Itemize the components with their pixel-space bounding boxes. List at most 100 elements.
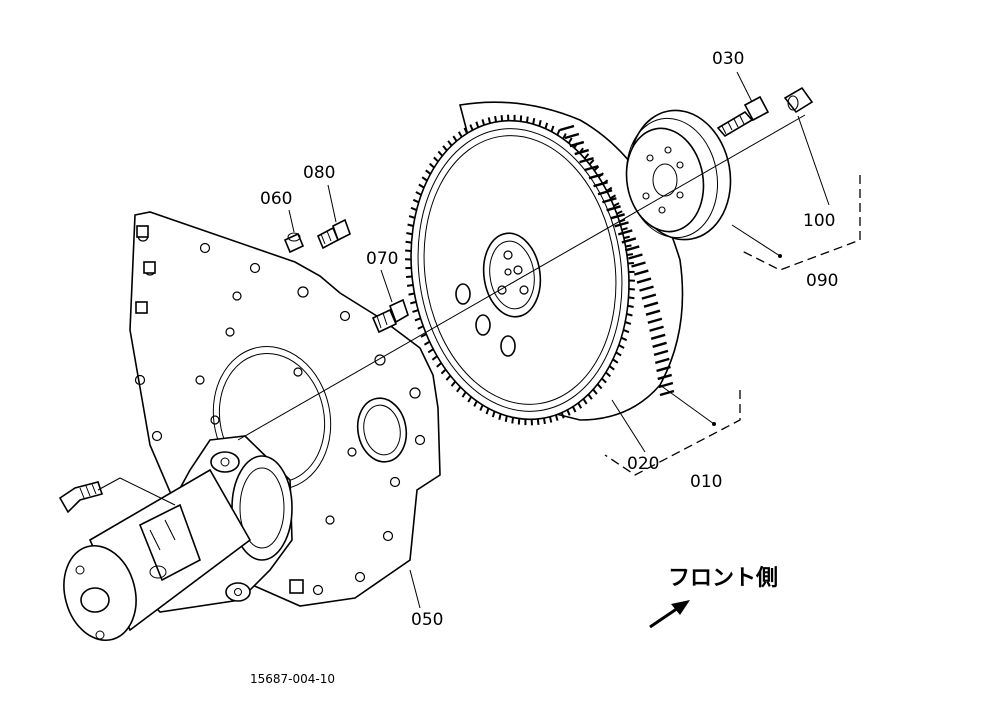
label-080: 080 [303,163,335,183]
rim-tooth [564,132,580,140]
label-060: 060 [260,189,292,209]
gear-tooth [420,333,427,338]
gear-tooth [588,159,595,166]
gear-tooth [410,300,417,305]
rim-tooth [647,317,663,324]
gear-tooth [554,414,559,421]
rim-tooth [641,293,657,300]
gear-tooth [628,296,635,300]
gear-tooth [436,362,442,368]
group-brackets [604,175,861,476]
gear-tooth [457,131,463,138]
rim-tooth [583,164,599,172]
label-010: 010 [690,472,722,492]
gear-tooth [572,406,577,413]
rim-tooth [659,389,675,397]
gear-tooth [626,313,633,317]
gear-tooth [612,358,619,364]
gear-tooth [624,321,632,325]
gear-tooth [406,284,414,287]
housing-bolt-070 [371,298,409,334]
center-axis-line [237,114,806,441]
gear-tooth [536,418,540,425]
label-070: 070 [366,249,398,269]
gear-tooth [628,288,635,291]
gear-tooth [452,135,458,142]
rim-tooth [593,181,608,188]
gear-tooth [473,400,478,407]
gear-tooth [587,393,593,400]
front-direction-arrow-icon [649,600,690,629]
rim-tooth [649,325,664,332]
rim-tooth [588,173,604,180]
gear-tooth [421,176,428,182]
gear-tooth [445,374,452,381]
rim-tooth [643,301,659,308]
gear-tooth [467,396,473,403]
gear-tooth [560,412,565,419]
gear-tooth [562,133,567,140]
gear-tooth [487,117,492,124]
gear-tooth [605,371,611,378]
rim-tooth [614,221,629,228]
rim-tooth [636,277,652,284]
rim-tooth [606,205,621,212]
gear-tooth [526,116,529,123]
gear-tooth [627,304,634,308]
gear-tooth [414,317,421,322]
rim-tooth [621,237,637,244]
gear-tooth [410,206,417,211]
label-050: 050 [411,610,443,630]
rim-tooth [650,333,666,340]
gear-tooth [479,404,484,411]
gear-tooth [418,183,425,189]
gear-tooth [567,137,573,144]
gear-tooth [461,391,467,398]
gear-tooth [447,140,453,147]
rim-tooth [653,349,669,357]
gear-tooth [616,210,623,215]
label-020: 020 [627,454,659,474]
gear-tooth [504,415,508,422]
gear-tooth [596,383,603,390]
gear-tooth [405,249,412,252]
gear-tooth [577,402,583,409]
gear-tooth [566,409,571,416]
gear-tooth [623,235,630,240]
rim-tooth [579,156,594,164]
gear-tooth [538,120,542,127]
rim-gear-teeth [559,124,675,397]
drawing-number: 15687-004-10 [250,672,335,686]
gear-tooth [433,156,439,163]
rim-tooth [569,140,585,148]
rim-tooth [602,197,617,204]
rim-tooth [559,124,575,132]
rim-tooth [628,253,643,260]
ring-gear-teeth [405,114,635,426]
rim-tooth [631,261,646,268]
rim-tooth [652,341,667,348]
gear-tooth [626,253,634,256]
gear-tooth [427,348,434,354]
gear-tooth [620,336,628,342]
rim-tooth [617,229,633,236]
rim-tooth [656,365,671,373]
gear-tooth [613,202,620,207]
gear-tooth [556,129,561,136]
gear-tooth [511,417,514,424]
gear-tooth [601,377,607,384]
gear-tooth [450,380,457,387]
gear-tooth [618,344,625,349]
rim-tooth [654,357,670,365]
gear-tooth [423,340,431,346]
gear-tooth [544,122,549,129]
gear-tooth [456,386,462,393]
front-side-label: フロント側 [668,566,778,591]
gear-tooth [437,150,444,157]
rim-tooth [574,148,590,156]
gear-tooth [469,124,474,131]
rim-tooth [624,245,640,252]
leader-lines [288,71,830,609]
gear-tooth [415,191,422,196]
